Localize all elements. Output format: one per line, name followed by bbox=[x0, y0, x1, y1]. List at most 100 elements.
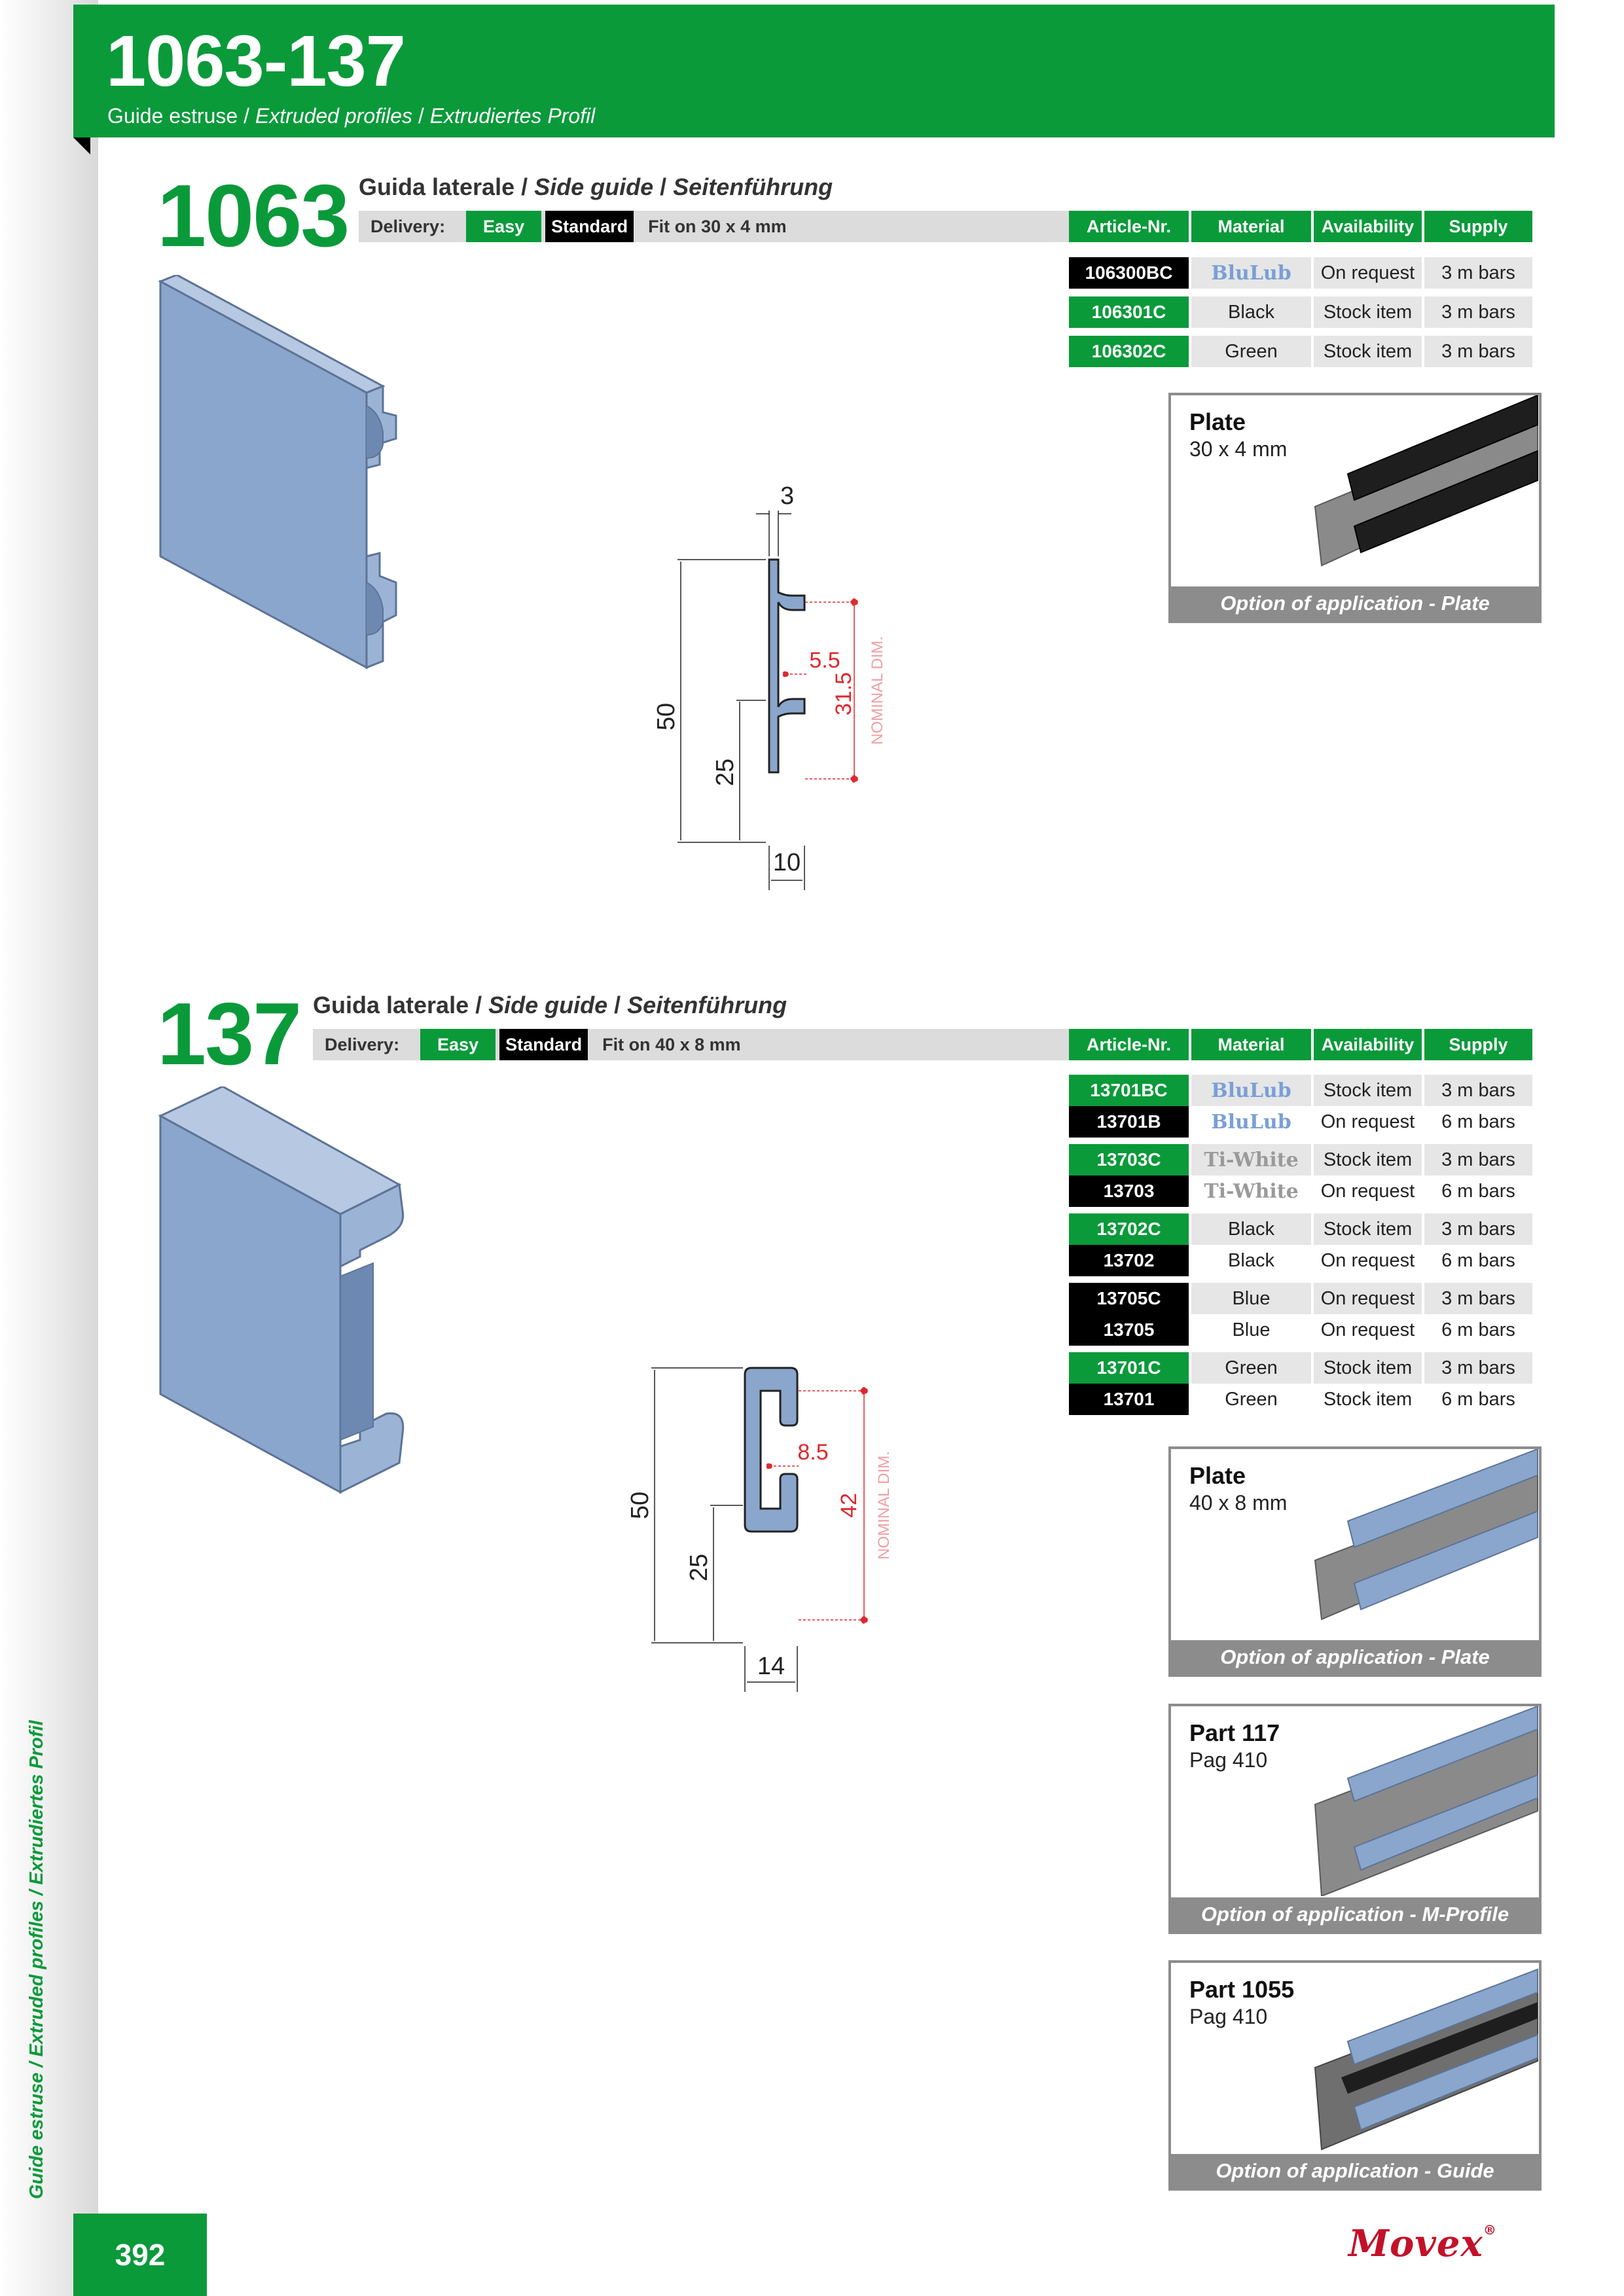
application-box-plate: Plate 40 x 8 mm Option of application - … bbox=[1168, 1446, 1542, 1677]
material-cell: BluLub bbox=[1191, 257, 1311, 289]
material-cell: Black bbox=[1191, 1213, 1311, 1245]
table-row: 13701C Green Stock item 3 m bars bbox=[1069, 1352, 1532, 1384]
brand-name: Movex bbox=[1348, 2222, 1483, 2265]
col-availability: Availability bbox=[1314, 1029, 1422, 1060]
col-supply: Supply bbox=[1424, 1029, 1532, 1060]
dim-height: 50 bbox=[653, 703, 680, 730]
application-subtitle: 30 x 4 mm bbox=[1189, 437, 1288, 461]
application-box-plate: Plate 30 x 4 mm Option of application - … bbox=[1168, 393, 1542, 623]
table-row: 106302C Green Stock item 3 m bars bbox=[1069, 336, 1532, 367]
dim-nominal: 42 bbox=[837, 1493, 861, 1518]
application-subtitle: 40 x 8 mm bbox=[1189, 1491, 1288, 1515]
material-cell: BluLub bbox=[1191, 1106, 1311, 1138]
availability-cell: On request bbox=[1314, 1314, 1422, 1346]
subtitle-en: Extruded profiles bbox=[255, 104, 413, 128]
material-cell: Blue bbox=[1191, 1314, 1311, 1346]
dim-top: 3 bbox=[780, 482, 794, 510]
dim-slot: 5.5 bbox=[809, 648, 840, 673]
section-title: Guida laterale / Side guide / Seitenführ… bbox=[313, 992, 787, 1018]
page-subtitle: Guide estruse / Extruded profiles / Extr… bbox=[107, 104, 596, 128]
availability-cell: Stock item bbox=[1314, 1075, 1422, 1106]
material-cell: Ti-White bbox=[1191, 1144, 1311, 1175]
dim-width: 10 bbox=[773, 849, 801, 876]
article-cell: 13703C bbox=[1069, 1144, 1189, 1175]
col-material: Material bbox=[1191, 211, 1311, 242]
table-row: 13701BC BluLub Stock item 3 m bars bbox=[1069, 1075, 1532, 1106]
section-title-it: Guida laterale bbox=[359, 173, 515, 200]
article-cell: 13701B bbox=[1069, 1106, 1189, 1138]
dim-mid: 25 bbox=[712, 759, 739, 786]
delivery-standard-badge: Standard bbox=[545, 211, 634, 242]
left-gutter bbox=[0, 0, 98, 2296]
application-caption: Option of application - M-Profile bbox=[1171, 1897, 1539, 1931]
dim-slot: 8.5 bbox=[797, 1440, 828, 1465]
delivery-easy-badge: Easy bbox=[466, 211, 542, 242]
col-article: Article-Nr. bbox=[1069, 211, 1189, 242]
section-title: Guida laterale / Side guide / Seitenführ… bbox=[359, 173, 833, 200]
article-cell: 13701BC bbox=[1069, 1075, 1189, 1106]
application-title: Part 117 bbox=[1189, 1719, 1280, 1746]
header-corner-mark bbox=[73, 137, 90, 154]
m-profile-application-image bbox=[1314, 1706, 1538, 1896]
article-cell: 106301C bbox=[1069, 296, 1189, 328]
article-cell: 13702 bbox=[1069, 1245, 1189, 1276]
material-cell: Green bbox=[1191, 336, 1311, 367]
delivery-bar: Delivery: Easy Standard Fit on 40 x 8 mm bbox=[313, 1029, 1069, 1060]
application-title: Plate bbox=[1189, 1462, 1246, 1489]
availability-cell: Stock item bbox=[1314, 296, 1422, 328]
application-box-guide: Part 1055 Pag 410 Option of application … bbox=[1168, 1960, 1542, 2191]
subtitle-it: Guide estruse bbox=[107, 104, 238, 128]
table-row: 13703 Ti-White On request 6 m bars bbox=[1069, 1175, 1532, 1207]
article-cell: 13705 bbox=[1069, 1314, 1189, 1346]
guide-application-image bbox=[1314, 1968, 1538, 2151]
availability-cell: Stock item bbox=[1314, 1352, 1422, 1384]
section-title-en: Side guide bbox=[534, 173, 654, 200]
availability-cell: On request bbox=[1314, 1283, 1422, 1314]
section-number: 1063 bbox=[157, 166, 350, 265]
availability-cell: On request bbox=[1314, 1245, 1422, 1276]
nominal-label: NOMINAL DIM. bbox=[875, 1451, 893, 1560]
supply-cell: 6 m bars bbox=[1424, 1314, 1532, 1346]
table-row: 13705C Blue On request 3 m bars bbox=[1069, 1283, 1532, 1314]
section-title-en: Side guide bbox=[488, 992, 608, 1018]
profile-137-3d-image bbox=[158, 1086, 405, 1494]
table-row: 106301C Black Stock item 3 m bars bbox=[1069, 296, 1532, 328]
supply-cell: 3 m bars bbox=[1424, 1075, 1532, 1106]
delivery-easy-badge: Easy bbox=[420, 1029, 496, 1060]
supply-cell: 6 m bars bbox=[1424, 1106, 1532, 1138]
section-title-it: Guida laterale bbox=[313, 992, 469, 1018]
page-title: 1063-137 bbox=[106, 21, 406, 101]
supply-cell: 3 m bars bbox=[1424, 257, 1532, 289]
supply-cell: 6 m bars bbox=[1424, 1384, 1532, 1415]
availability-cell: Stock item bbox=[1314, 1384, 1422, 1415]
application-caption: Option of application - Guide bbox=[1171, 2154, 1539, 2188]
plate-application-image bbox=[1314, 395, 1538, 567]
col-material: Material bbox=[1191, 1029, 1311, 1060]
page-number: 392 bbox=[73, 2214, 207, 2296]
table-row: 13701B BluLub On request 6 m bars bbox=[1069, 1106, 1532, 1138]
application-subtitle: Pag 410 bbox=[1189, 1748, 1268, 1772]
section-number: 137 bbox=[157, 984, 302, 1083]
supply-cell: 6 m bars bbox=[1424, 1245, 1532, 1276]
article-cell: 13701 bbox=[1069, 1384, 1189, 1415]
material-cell: Black bbox=[1191, 1245, 1311, 1276]
table-row: 13703C Ti-White Stock item 3 m bars bbox=[1069, 1144, 1532, 1175]
application-title: Part 1055 bbox=[1189, 1976, 1295, 2003]
availability-cell: On request bbox=[1314, 1106, 1422, 1138]
delivery-bar: Delivery: Easy Standard Fit on 30 x 4 mm bbox=[359, 211, 1069, 242]
articles-table-137: 13701BC BluLub Stock item 3 m bars 13701… bbox=[1069, 1075, 1532, 1415]
dim-nominal: 31.5 bbox=[831, 672, 856, 715]
table-row: 106300BC BluLub On request 3 m bars bbox=[1069, 257, 1532, 289]
table-row: 13701 Green Stock item 6 m bars bbox=[1069, 1384, 1532, 1415]
dim-mid: 25 bbox=[685, 1554, 713, 1581]
material-cell: Green bbox=[1191, 1352, 1311, 1384]
fit-text: Fit on 30 x 4 mm bbox=[648, 216, 787, 236]
dim-width: 14 bbox=[757, 1653, 785, 1680]
dim-height: 50 bbox=[626, 1492, 654, 1519]
delivery-standard-badge: Standard bbox=[499, 1029, 588, 1060]
delivery-label: Delivery: bbox=[370, 216, 446, 236]
supply-cell: 3 m bars bbox=[1424, 1352, 1532, 1384]
article-cell: 106302C bbox=[1069, 336, 1189, 367]
application-box-m-profile: Part 117 Pag 410 Option of application -… bbox=[1168, 1704, 1542, 1934]
material-cell: Blue bbox=[1191, 1283, 1311, 1314]
